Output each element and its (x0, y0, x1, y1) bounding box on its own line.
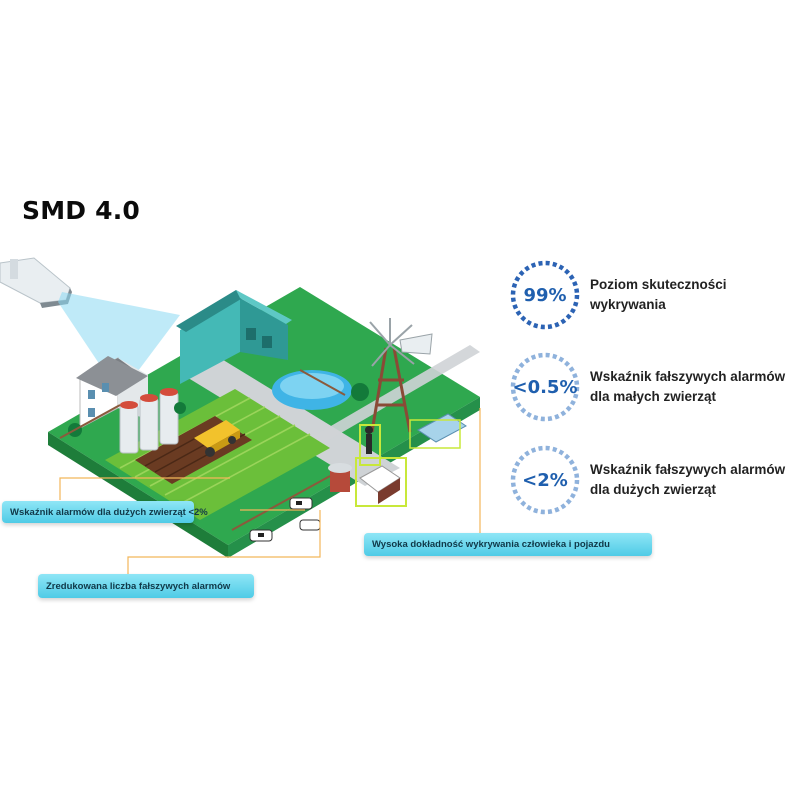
stat-label: Wskaźnik fałszywych alarmów dla małych z… (590, 369, 786, 404)
stat-value: 99% (523, 284, 567, 306)
callout-human-vehicle: Wysoka dokładność wykrywania człowieka i… (364, 533, 652, 556)
callout-reduced-false-alarms: Zredukowana liczba fałszywych alarmów (38, 574, 254, 598)
windmill-rotor (369, 318, 415, 367)
callout-large-animals: Wskaźnik alarmów dla dużych zwierząt <2% (2, 501, 208, 523)
dotted-ring-icon (510, 260, 580, 330)
tractor-icon (194, 420, 240, 457)
barn-icon (176, 290, 292, 384)
stat-value: <0.5% (512, 376, 578, 398)
windmill-icon (370, 347, 412, 433)
dotted-ring-icon (510, 352, 580, 422)
cow-icon (249, 497, 321, 542)
stat-label: Poziom skuteczności wykrywania (590, 277, 727, 312)
stat-label: Wskaźnik fałszywych alarmów dla dużych z… (590, 462, 786, 497)
stat-detection-rate: 99% Poziom skuteczności wykrywania (508, 258, 800, 332)
dotted-ring-icon (510, 445, 580, 515)
camera-icon (0, 257, 180, 395)
stat-value: <2% (522, 469, 568, 491)
stat-large-animals: <2% Wskaźnik fałszywych alarmów dla duży… (508, 443, 800, 517)
page-title: SMD 4.0 (22, 196, 141, 225)
stat-small-animals: <0.5% Wskaźnik fałszywych alarmów dla ma… (508, 350, 800, 424)
